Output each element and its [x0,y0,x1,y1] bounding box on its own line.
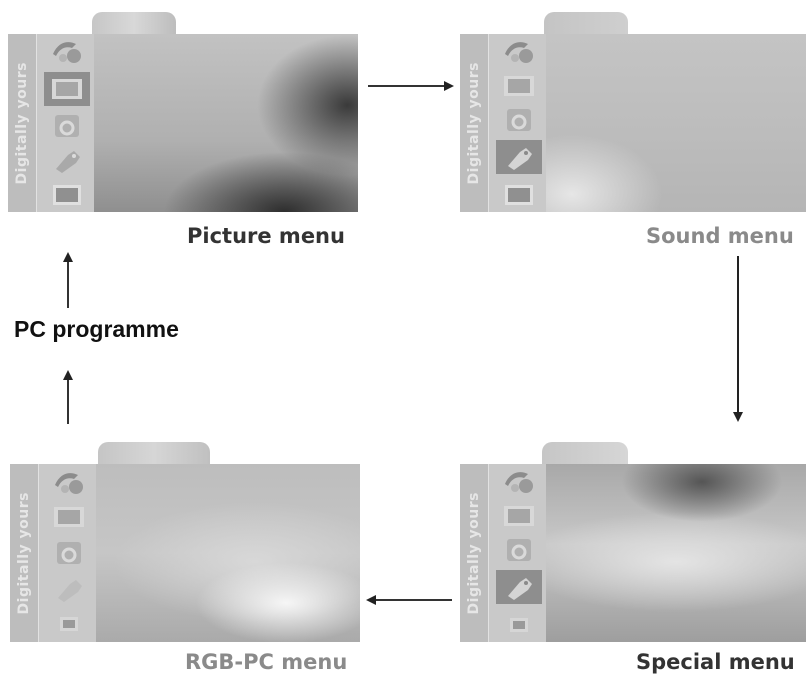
special-menu-caption: Special menu [636,650,795,674]
special-menu-osd: Digitally yours [460,442,806,642]
rgbpc-menu-caption: RGB-PC menu [185,650,348,674]
special-icon[interactable] [496,570,542,605]
screen-icon[interactable] [47,181,87,209]
brand-strip: Digitally yours [460,34,489,212]
pc-programme-label: PC programme [14,316,179,342]
sound-menu-osd: Digitally yours [460,12,806,212]
rgbpc-menu-osd: Digitally yours [10,442,360,642]
station-icon[interactable] [499,467,539,495]
menu-sidebar: Digitally yours [8,34,98,212]
picture-icon[interactable] [44,71,90,106]
brand-strip: Digitally yours [10,464,39,642]
menu-icons [40,464,98,642]
menu-icons [38,34,96,212]
menu-sidebar: Digitally yours [460,34,550,212]
station-icon[interactable] [499,37,539,65]
screen-icon[interactable] [499,611,539,639]
special-icon[interactable] [49,575,89,603]
brand-strip: Digitally yours [460,464,489,642]
menu-icons [490,34,548,212]
menu-content-panel [96,464,360,642]
menu-icons [490,464,548,642]
station-icon[interactable] [47,37,87,65]
menu-content-panel [546,464,806,642]
picture-menu-caption: Picture menu [187,224,345,248]
picture-icon[interactable] [499,72,539,100]
menu-content-panel [94,34,358,212]
screen-icon[interactable] [499,181,539,209]
special-icon[interactable] [496,140,542,175]
picture-menu-osd: Digitally yours [8,12,358,212]
menu-content-panel [546,34,806,212]
station-icon[interactable] [49,468,89,496]
special-icon[interactable] [47,146,87,174]
menu-sidebar: Digitally yours [460,464,550,642]
picture-icon[interactable] [49,503,89,531]
menu-sidebar: Digitally yours [10,464,100,642]
sound-icon[interactable] [499,536,539,564]
sound-icon[interactable] [47,112,87,140]
picture-icon[interactable] [499,502,539,530]
sound-icon[interactable] [499,106,539,134]
brand-strip: Digitally yours [8,34,37,212]
screen-icon[interactable] [49,610,89,638]
sound-icon[interactable] [49,539,89,567]
sound-menu-caption: Sound menu [646,224,794,248]
